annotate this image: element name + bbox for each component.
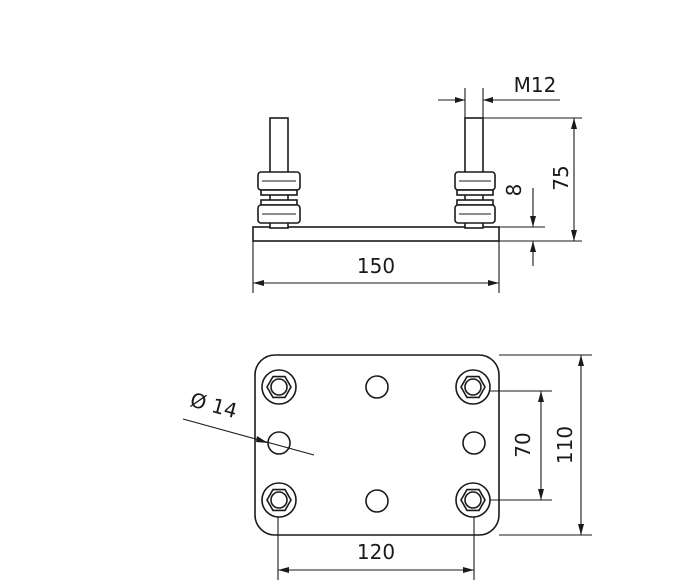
base-plate-top — [254, 354, 500, 536]
bolt-bottom-right — [455, 482, 491, 518]
plate-width-label: 150 — [357, 254, 395, 278]
hole-diameter-label: Ø 14 — [188, 387, 240, 422]
dim-thread: M12 — [438, 73, 560, 118]
side-view: M12 75 8 150 — [252, 73, 582, 293]
dim-inner-vertical: 70 — [490, 390, 552, 501]
right-bolt-side — [454, 117, 496, 229]
left-bolt-side — [257, 117, 301, 229]
dim-hole-diameter: Ø 14 — [182, 387, 315, 456]
height-label: 75 — [549, 165, 573, 190]
horizontal-spacing-label: 120 — [357, 540, 395, 564]
right-upper-washer — [456, 189, 494, 196]
dim-horizontal-spacing: 120 — [277, 517, 475, 580]
inner-vertical-label: 70 — [511, 432, 535, 457]
left-upper-washer — [260, 189, 298, 196]
bolt-bottom-left — [261, 482, 297, 518]
outer-vertical-label: 110 — [553, 426, 577, 464]
dim-height: 75 — [483, 117, 582, 242]
top-view: Ø 14 70 110 120 — [182, 354, 592, 580]
hole-bottom-center — [365, 489, 389, 513]
dim-plate-thickness: 8 — [499, 184, 545, 266]
base-plate-side — [252, 226, 500, 242]
thread-size-label: M12 — [514, 73, 557, 97]
dim-outer-vertical: 110 — [499, 354, 592, 536]
hole-middle-right — [462, 431, 486, 455]
hole-top-center — [365, 375, 389, 399]
plate-thickness-label: 8 — [502, 184, 526, 197]
dim-plate-width: 150 — [252, 241, 500, 293]
bolt-top-left — [261, 369, 297, 405]
bolt-top-right — [455, 369, 491, 405]
